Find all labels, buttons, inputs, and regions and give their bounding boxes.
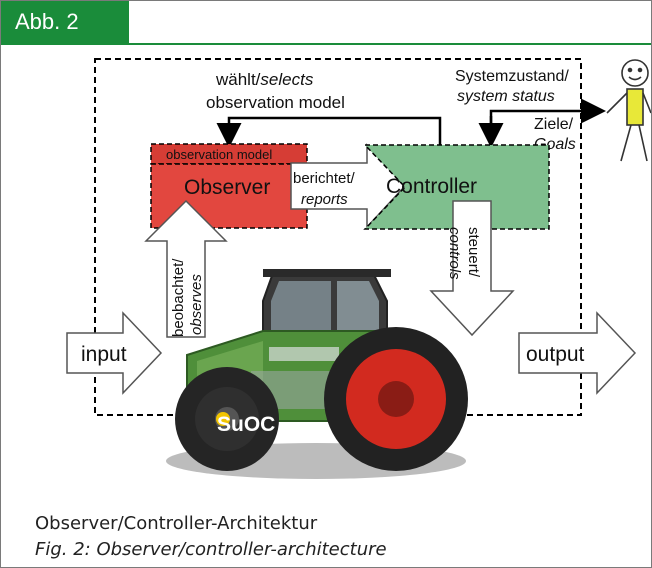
reports-label-de: berichtet/ bbox=[293, 170, 356, 187]
caption-german: Observer/Controller-Architektur bbox=[35, 513, 318, 534]
status-label-de: Systemzustand/ bbox=[455, 68, 569, 85]
observes-arrow bbox=[144, 199, 228, 338]
observation-model-label: observation model bbox=[166, 147, 272, 162]
caption-english: Fig. 2: Observer/controller-architecture bbox=[35, 539, 387, 560]
input-label: input bbox=[81, 343, 127, 366]
controls-label-en: controls bbox=[446, 227, 463, 280]
input-arrow bbox=[66, 311, 163, 395]
controls-arrow bbox=[429, 200, 515, 337]
observation-model-box bbox=[150, 143, 308, 165]
selects-label-rest: observation model bbox=[206, 93, 345, 112]
controller-label: Controller bbox=[386, 175, 477, 198]
selects-label-de: wählt/selects bbox=[215, 70, 314, 89]
observes-label-en: observes bbox=[188, 274, 205, 335]
suoc-label: SuOC bbox=[217, 413, 275, 436]
badge-rule bbox=[1, 43, 651, 45]
figure-badge: Abb. 2 bbox=[1, 1, 129, 43]
output-label: output bbox=[526, 343, 585, 366]
goals-label-de: Ziele/ bbox=[534, 116, 574, 133]
reports-label-en: reports bbox=[301, 191, 348, 208]
observes-label-de: beobachtet/ bbox=[170, 258, 187, 337]
observer-label: Observer bbox=[184, 176, 270, 199]
user-figure bbox=[606, 59, 651, 162]
controls-label-de: steuert/ bbox=[465, 227, 482, 278]
tractor-image bbox=[166, 269, 468, 479]
selects-arrow bbox=[216, 116, 442, 148]
output-arrow bbox=[518, 311, 637, 395]
status-label-en: system status bbox=[457, 88, 555, 105]
